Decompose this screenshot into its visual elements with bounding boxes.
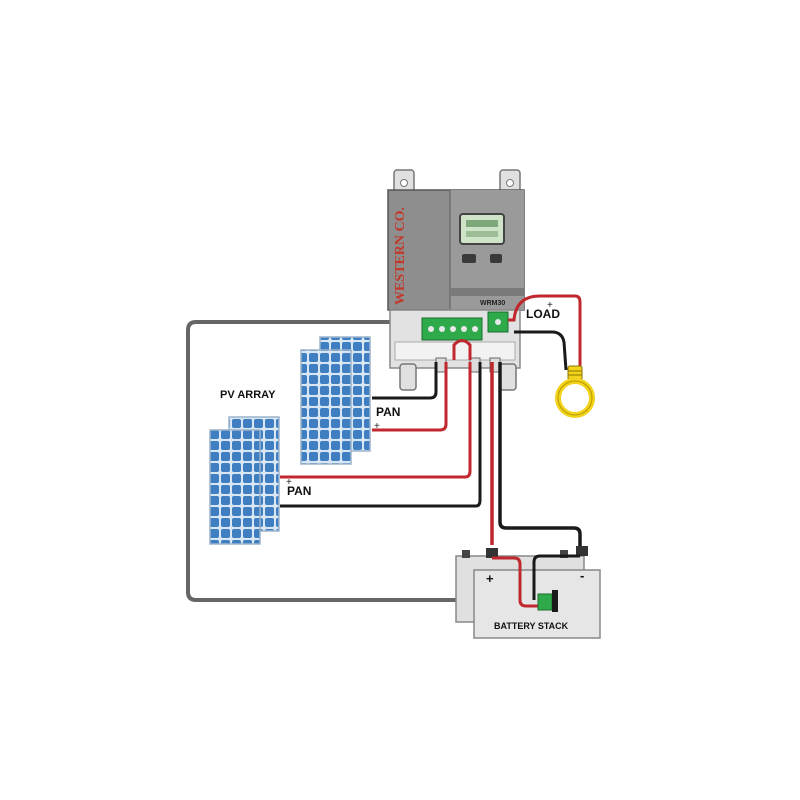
menu-button[interactable] (462, 254, 476, 263)
upper-panel-negative-wire (372, 362, 438, 400)
pv-array-label: PV ARRAY (220, 389, 276, 401)
battery-stack (455, 546, 601, 639)
battery-front (473, 569, 601, 639)
pan-label-lower: PAN (287, 484, 311, 498)
pv-panel-lower (209, 416, 280, 545)
lower-pan-plus-sign: + (286, 477, 292, 488)
mount-tab-bottom-right (499, 363, 517, 391)
brand-label: WESTERN CO. (393, 207, 408, 305)
battery-stack-label: BATTERY STACK (494, 621, 569, 631)
upper-pan-plus-sign: + (374, 421, 380, 432)
charge-controller: WESTERN CO. WRM30 (387, 169, 525, 391)
lcd-display (459, 213, 505, 245)
upper-panel-positive-wire (372, 362, 448, 432)
pan-label-upper: PAN (376, 405, 400, 419)
lower-panel-negative-wire (280, 362, 482, 508)
model-label: WRM30 (480, 300, 505, 307)
ground-wire (186, 320, 540, 602)
battery-minus-sign: - (580, 568, 584, 583)
battery-negative-wire (498, 362, 582, 552)
load-negative-wire (514, 330, 568, 371)
load-plus-sign: + (547, 300, 553, 311)
battery-plus-sign: + (486, 571, 494, 586)
load-label: LOAD (526, 307, 560, 321)
load-bulb (555, 365, 595, 418)
load-positive-wire (508, 294, 582, 368)
lower-panel-positive-wire (280, 362, 472, 479)
mount-tab-bottom-left (399, 363, 417, 391)
enter-button[interactable] (490, 254, 502, 263)
pv-panel-upper (300, 336, 371, 465)
battery-fuse (537, 593, 553, 611)
